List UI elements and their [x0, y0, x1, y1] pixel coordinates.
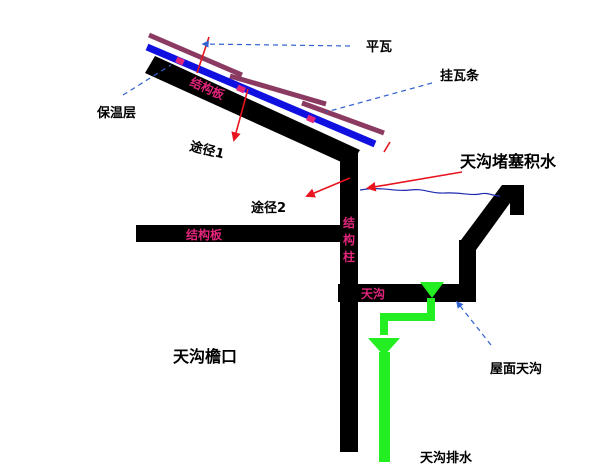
horizontal-slab-label: 结构板 — [186, 227, 223, 242]
tile-batten-3 — [306, 114, 316, 124]
gutter-water-line — [359, 187, 501, 197]
gutter-label: 天沟 — [361, 286, 385, 301]
insulation-label: 保温层 — [96, 105, 136, 121]
gutter-outlet-funnel-upper — [420, 282, 444, 298]
column-label-char-2: 构 — [343, 232, 355, 247]
roof-gutter-label: 屋面天沟 — [490, 361, 542, 377]
path1-label: 途径1 — [188, 138, 226, 162]
blocked-gutter-arrow — [366, 171, 463, 192]
flat-tile-callout — [201, 40, 351, 48]
column-label-char-3: 柱 — [343, 249, 355, 264]
gutter-eave-label: 天沟檐口 — [173, 347, 237, 366]
gutter-drain-label: 天沟排水 — [420, 450, 473, 466]
sloped-structural-slab — [145, 56, 360, 166]
roof-gutter-callout — [456, 300, 492, 346]
gutter-drain-pipe — [380, 298, 435, 335]
tile-batten-callout — [325, 82, 433, 113]
insulation-layer — [145, 43, 377, 148]
path2-label: 途径2 — [251, 200, 286, 216]
flat-tile-label: 平瓦 — [366, 40, 392, 55]
path2-arrow — [305, 177, 351, 198]
gutter-outlet-funnel-lower — [368, 338, 400, 356]
gutter-outer-wall — [459, 240, 476, 302]
tile-batten-2 — [236, 84, 246, 94]
flat-tile-upper — [148, 32, 243, 78]
downpipe — [379, 352, 390, 462]
gutter-bottom — [338, 284, 476, 302]
path1-arrow — [231, 88, 249, 142]
blocked-gutter-label: 天沟堵塞积水 — [460, 152, 557, 171]
flat-tile-lower — [301, 100, 385, 136]
roof-red-marker-2 — [383, 141, 391, 153]
insulation-callout — [122, 64, 172, 96]
flat-tile-middle — [229, 73, 327, 107]
tile-batten-1 — [175, 56, 185, 66]
horizontal-structural-slab — [136, 225, 342, 242]
gutter-upstand — [461, 185, 524, 250]
tile-batten-label: 挂瓦条 — [440, 68, 480, 84]
column-label-char-1: 结 — [343, 215, 355, 230]
